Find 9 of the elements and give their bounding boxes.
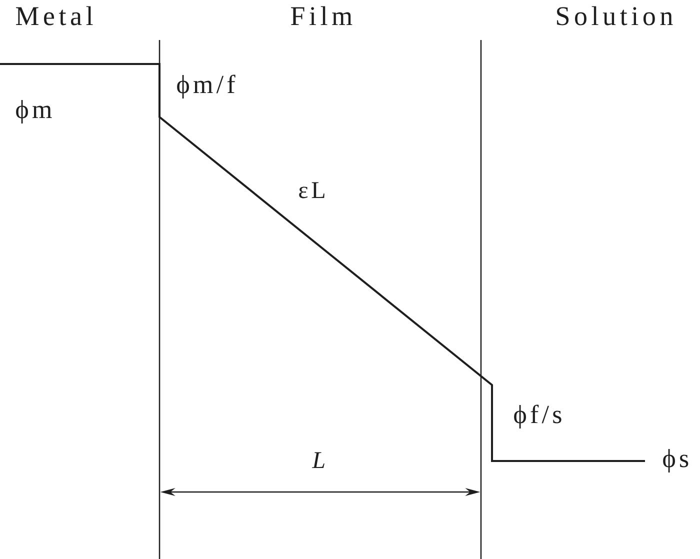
potential-label: ϕm — [16, 100, 52, 124]
region-label: Film — [291, 6, 352, 25]
region-label: Metal — [16, 6, 93, 26]
potential-label: ϕs — [663, 448, 688, 473]
dimension-label: L — [312, 452, 324, 468]
potential-label: ϕm/f — [177, 74, 236, 99]
potential-label: ϕf/s — [514, 404, 562, 429]
region-label: Solution — [557, 6, 673, 26]
field-label: εL — [299, 182, 324, 198]
